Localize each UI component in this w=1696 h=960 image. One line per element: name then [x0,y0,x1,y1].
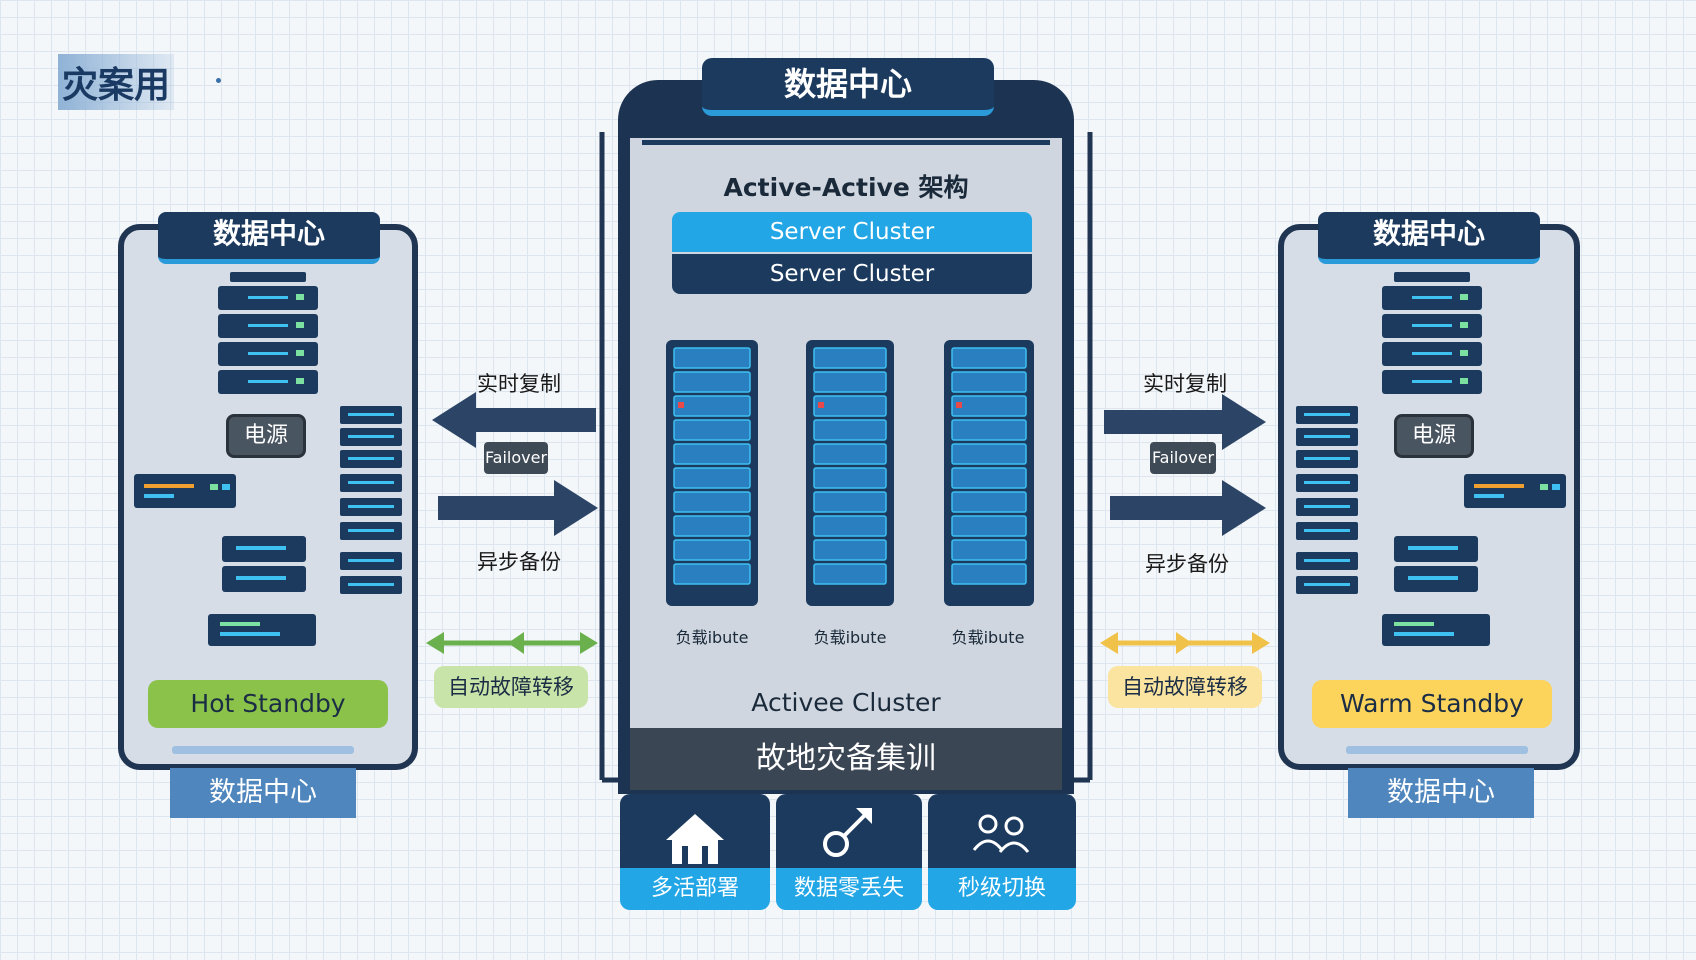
left-replicate-arrow [432,392,596,448]
feature-label-3: 秒级切换 [928,868,1076,910]
transfer-icon [823,808,872,857]
right-auto-failover-label: 自动故障转移 [1108,666,1262,708]
rack-caption-2: 负载ibute [813,628,887,647]
left-bottom-unit [208,614,316,646]
center-datacenter-header: 数据中心 [702,58,994,116]
right-bottom-unit [1382,614,1490,646]
right-replicate-label: 实时复制 [1143,372,1227,396]
people-icon [972,814,1030,853]
left-panel-stripe [172,746,354,754]
feature-tile-1 [620,794,770,870]
right-datacenter-footer: 数据中心 [1348,768,1534,818]
left-auto-failover-label: 自动故障转移 [434,666,588,708]
feature-label-1: 多活部署 [620,868,770,910]
feature-tile-2 [776,794,922,870]
right-storage-unit [1464,474,1566,508]
warm-standby-badge: Warm Standby [1312,680,1552,728]
server-rack-2 [806,340,894,606]
hot-standby-badge: Hot Standby [148,680,388,728]
corner-dot [216,78,221,83]
house-icon [666,814,724,864]
feature-tile-3 [928,794,1076,870]
right-switch-column [1296,406,1358,594]
right-failover-badge: Failover [1150,442,1216,474]
left-server-stack [218,272,318,400]
corner-title: 灾案用 [58,54,175,110]
server-stack-icon [1382,272,1482,394]
right-server-stack [1382,272,1482,400]
server-cluster-primary: Server Cluster [672,212,1032,252]
rack-caption-1: 负载ibute [675,628,749,647]
left-backup-arrow [438,480,598,536]
right-replicate-arrow [1104,394,1266,450]
right-backup-arrow [1110,480,1266,536]
left-storage-unit [134,474,236,508]
server-rack-3 [944,340,1034,606]
server-cluster-secondary: Server Cluster [672,254,1032,294]
center-arch-title: Active-Active 架构 [723,173,969,202]
left-auto-failover-arrow [426,632,598,654]
right-power-unit: 电源 [1394,414,1474,458]
right-backup-label: 异步备份 [1145,552,1229,576]
server-rack-1 [666,340,758,606]
rack-caption-3: 负载ibute [951,628,1025,647]
left-backup-label: 异步备份 [477,550,561,574]
center-top-rule [642,140,1050,145]
center-bottom-band: 故地灾备集训 [630,728,1062,790]
active-cluster-title: Activee Cluster [751,688,941,717]
left-datacenter-header: 数据中心 [158,212,380,264]
right-panel-stripe [1346,746,1528,754]
right-core-switch [1394,536,1478,592]
left-replicate-label: 实时复制 [477,372,561,396]
right-datacenter-header: 数据中心 [1318,212,1540,264]
feature-label-2: 数据零丢失 [776,868,922,910]
left-switch-column [340,406,402,594]
right-auto-failover-arrow [1100,632,1270,654]
left-datacenter-footer: 数据中心 [170,768,356,818]
left-power-unit: 电源 [226,414,306,458]
left-core-switch [222,536,306,592]
server-stack-icon [218,272,318,394]
left-failover-badge: Failover [484,442,548,474]
